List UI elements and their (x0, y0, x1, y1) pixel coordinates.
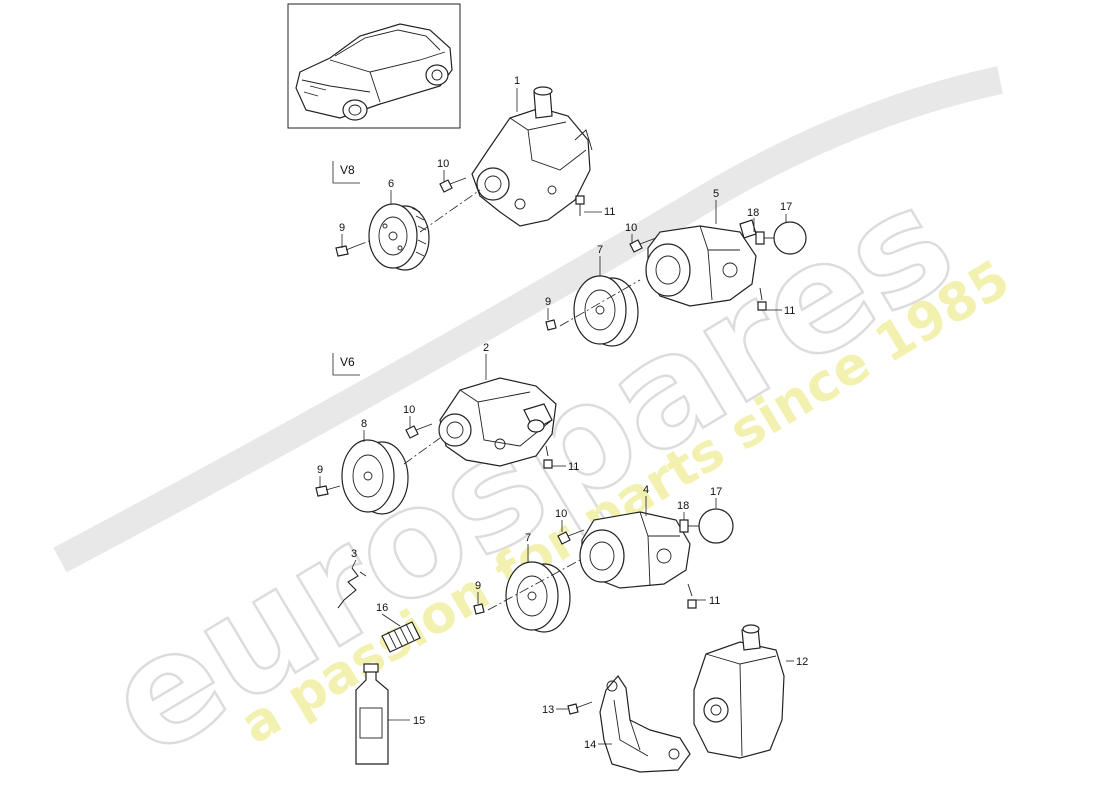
callout-2: 2 (483, 342, 489, 354)
callout-9: 9 (545, 296, 551, 308)
pulley-v6-alt (505, 561, 571, 633)
pulley-v6 (341, 439, 409, 515)
callout-4: 4 (643, 484, 649, 496)
callout-10: 10 (403, 404, 415, 416)
power-steering-pump-v8-alt (645, 219, 757, 307)
callout-11: 11 (784, 305, 795, 317)
pulley-v8 (368, 203, 430, 271)
power-steering-pump-12 (693, 624, 785, 759)
callout-17: 17 (780, 201, 792, 213)
leader-lines (319, 88, 794, 745)
bolt-icon-10-v8-alt (629, 237, 657, 253)
bolt-icon-10-v6 (405, 423, 433, 439)
callout-1: 1 (514, 75, 520, 87)
callout-11: 11 (709, 595, 720, 607)
callout-12: 12 (796, 656, 808, 668)
callout-17: 17 (710, 486, 722, 498)
callout-7: 7 (525, 532, 531, 544)
pulley-v8-alt (573, 275, 639, 347)
callout-9: 9 (475, 580, 481, 592)
callout-18: 18 (677, 500, 689, 512)
callout-8: 8 (361, 418, 367, 430)
power-steering-pump-v8 (471, 86, 593, 227)
bolt-icon-11-v8 (575, 195, 585, 216)
callout-10: 10 (437, 158, 449, 170)
bolt-icon-10-v6-alt (557, 529, 585, 545)
callout-7: 7 (597, 244, 603, 256)
suv-thumbnail-icon (287, 3, 461, 129)
reservoir-v6 (679, 508, 734, 544)
callout-11: 11 (568, 461, 579, 473)
bolt-icon-11-v6-alt (687, 583, 697, 609)
bolt-icon-11-v6 (543, 445, 553, 469)
power-steering-pump-v6 (438, 377, 557, 467)
power-steering-pump-v6-alt (579, 511, 691, 589)
callout-3: 3 (351, 548, 357, 560)
bolt-icon-10-v8 (439, 177, 467, 193)
callout-14: 14 (584, 739, 596, 751)
section-label-v6: V6 (340, 355, 355, 369)
callout-9: 9 (339, 222, 345, 234)
callout-18: 18 (747, 207, 759, 219)
bolt-icon-9-v6 (315, 485, 341, 497)
callout-6: 6 (388, 178, 394, 190)
section-v6: V6 (332, 353, 360, 376)
bolt-icon-9-v8-alt (545, 319, 557, 331)
callout-10: 10 (625, 222, 637, 234)
callout-16: 16 (376, 602, 388, 614)
callout-15: 15 (413, 715, 425, 727)
watermark-swoosh (53, 66, 1003, 573)
bolt-icon-9-v6-alt (473, 603, 485, 615)
bolt-icon-13 (567, 701, 593, 715)
callout-11: 11 (604, 206, 615, 218)
callout-9: 9 (317, 464, 323, 476)
section-label-v8: V8 (340, 163, 355, 177)
oil-bottle-icon (355, 663, 389, 765)
section-v8: V8 (332, 161, 360, 184)
callout-5: 5 (713, 188, 719, 200)
splined-adapter (381, 621, 421, 653)
reservoir-v8 (755, 221, 807, 255)
callout-13: 13 (542, 704, 554, 716)
callout-labels: 1 6 10 9 11 5 18 17 10 7 9 11 2 8 10 9 1… (317, 75, 808, 751)
bolt-icon-9-v8 (335, 245, 357, 257)
callout-10: 10 (555, 508, 567, 520)
hose-icon (337, 567, 367, 609)
bracket-icon (599, 675, 691, 773)
